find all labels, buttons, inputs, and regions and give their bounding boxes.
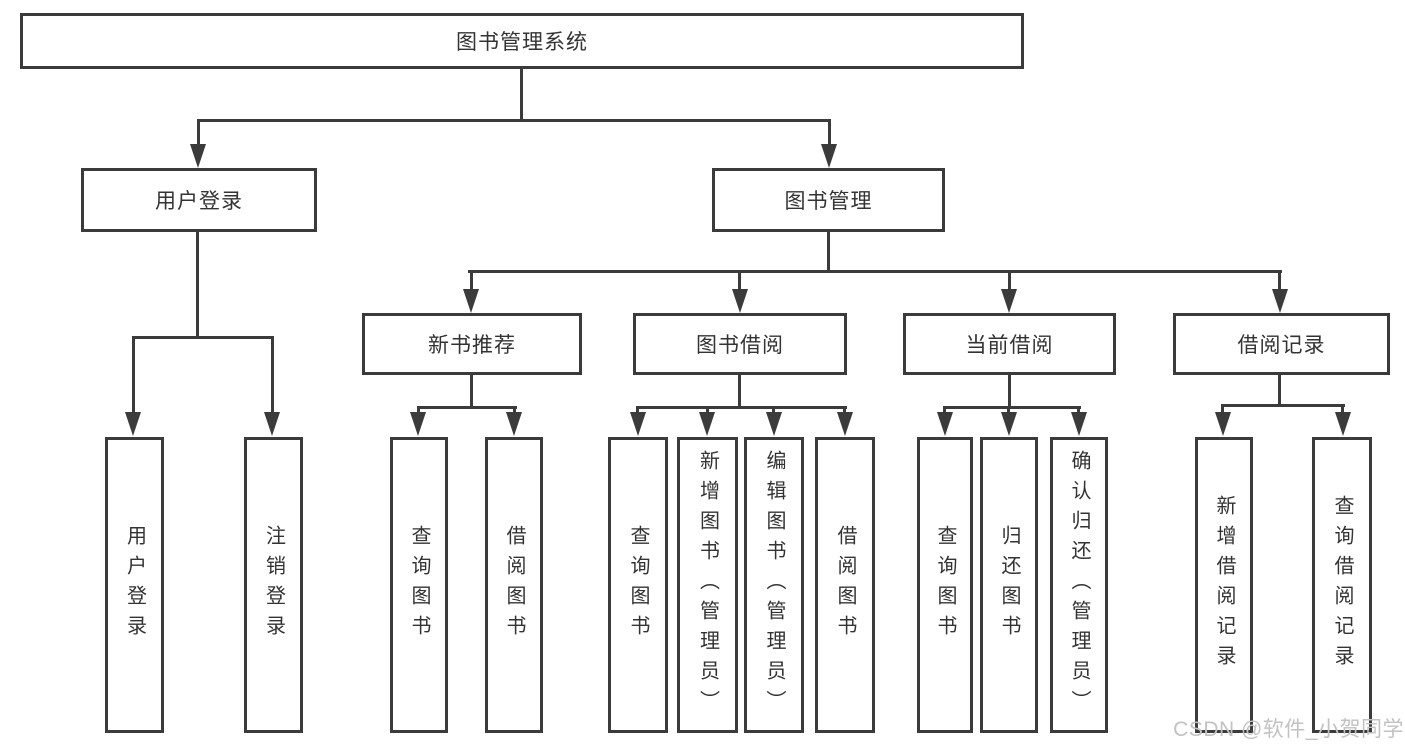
connector-line	[1278, 270, 1281, 290]
connector-line	[197, 119, 200, 146]
leaf-query-books-recommend: 查询图书	[390, 437, 448, 733]
arrow-down-icon	[937, 412, 953, 436]
node-book-management: 图书管理	[712, 168, 945, 232]
connector-line	[943, 406, 946, 414]
connector-line	[636, 406, 639, 414]
leaf-label: 注销登录	[262, 525, 285, 645]
connector-line	[132, 336, 135, 412]
arrow-down-icon	[837, 412, 853, 436]
leaf-query-books-current: 查询图书	[917, 437, 973, 733]
leaf-add-borrow-record: 新增借阅记录	[1195, 437, 1253, 733]
connector-line	[828, 119, 831, 146]
connector-line	[1077, 406, 1080, 414]
connector-line	[196, 232, 199, 336]
leaf-confirm-return-admin: 确认归还（管理员）	[1050, 437, 1108, 733]
leaf-borrow-books-recommend: 借阅图书	[485, 437, 543, 733]
arrow-down-icon	[766, 412, 782, 436]
leaf-return-books: 归还图书	[980, 437, 1038, 733]
connector-line	[738, 375, 741, 406]
connector-line	[1221, 404, 1224, 414]
connector-line	[468, 270, 1282, 273]
connector-line	[706, 406, 709, 414]
connector-line	[1008, 375, 1011, 406]
arrow-down-icon	[463, 289, 479, 313]
leaf-edit-books-admin: 编辑图书（管理员）	[744, 437, 804, 733]
node-current-borrowing: 当前借阅	[903, 313, 1116, 375]
arrow-down-icon	[630, 412, 646, 436]
arrow-down-icon	[1071, 412, 1087, 436]
leaf-query-books-borrowing: 查询图书	[608, 437, 668, 733]
leaf-logout: 注销登录	[244, 437, 303, 733]
arrow-down-icon	[821, 144, 837, 168]
arrow-down-icon	[699, 412, 715, 436]
connector-line	[1221, 404, 1345, 407]
arrow-down-icon	[1001, 412, 1017, 436]
arrow-down-icon	[1335, 412, 1351, 436]
node-book-borrowing: 图书借阅	[633, 313, 847, 375]
leaf-label: 查询图书	[627, 525, 649, 645]
connector-line	[470, 270, 473, 290]
connector-line	[470, 375, 473, 406]
node-label: 图书管理	[784, 190, 873, 213]
arrow-down-icon	[1272, 289, 1288, 313]
node-label: 用户登录	[155, 190, 243, 213]
arrow-down-icon	[410, 412, 426, 436]
node-label: 当前借阅	[965, 334, 1054, 357]
connector-line	[417, 406, 420, 414]
arrow-down-icon	[1001, 289, 1017, 313]
leaf-label: 归还图书	[998, 525, 1020, 645]
node-label: 新书推荐	[428, 334, 516, 357]
connector-line	[1278, 375, 1281, 404]
leaf-label: 确认归还（管理员）	[1068, 450, 1090, 720]
connector-line	[271, 336, 274, 412]
connector-line	[513, 406, 516, 414]
leaf-query-borrow-record: 查询借阅记录	[1312, 437, 1372, 733]
connector-line	[827, 232, 830, 270]
connector-line	[197, 119, 831, 122]
leaf-label: 用户登录	[123, 525, 146, 645]
leaf-add-books-admin: 新增图书（管理员）	[677, 437, 738, 733]
node-label: 图书管理系统	[456, 31, 588, 54]
connector-line	[1341, 404, 1344, 414]
connector-line	[1008, 270, 1011, 290]
leaf-label: 新增图书（管理员）	[696, 450, 719, 720]
node-new-book-recommendation: 新书推荐	[362, 313, 582, 375]
connector-line	[520, 69, 523, 119]
connector-line	[1007, 406, 1010, 414]
connector-line	[772, 406, 775, 414]
node-borrowing-records: 借阅记录	[1173, 313, 1390, 375]
arrow-down-icon	[125, 412, 141, 436]
node-label: 借阅记录	[1237, 334, 1326, 357]
leaf-label: 借阅图书	[503, 525, 525, 645]
arrow-down-icon	[264, 412, 280, 436]
connector-line	[417, 406, 517, 409]
node-user-login: 用户登录	[81, 168, 317, 232]
watermark: CSDN @软件_小贺同学	[1173, 718, 1404, 741]
connector-line	[636, 406, 847, 409]
node-label: 图书借阅	[696, 334, 784, 357]
leaf-borrow-books-borrowing: 借阅图书	[815, 437, 875, 733]
leaf-label: 查询借阅记录	[1331, 495, 1353, 675]
connector-line	[843, 406, 846, 414]
node-library-management-system: 图书管理系统	[20, 13, 1024, 69]
leaf-user-login: 用户登录	[105, 437, 164, 733]
arrow-down-icon	[190, 144, 206, 168]
leaf-label: 查询图书	[408, 525, 430, 645]
leaf-label: 新增借阅记录	[1213, 495, 1235, 675]
leaf-label: 查询图书	[934, 525, 956, 645]
arrow-down-icon	[1215, 412, 1231, 436]
arrow-down-icon	[506, 412, 522, 436]
connector-line	[738, 270, 741, 290]
leaf-label: 借阅图书	[834, 525, 856, 645]
arrow-down-icon	[732, 289, 748, 313]
connector-line	[943, 406, 1081, 409]
connector-line	[132, 336, 274, 339]
leaf-label: 编辑图书（管理员）	[763, 450, 785, 720]
